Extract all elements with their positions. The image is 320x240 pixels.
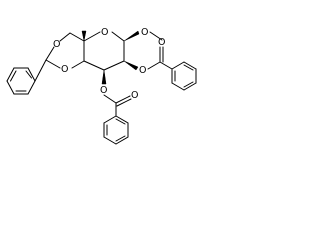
acetal-oxygen-top: O xyxy=(53,39,60,50)
ring-oxygen: O xyxy=(101,27,108,38)
carbonyl-oxygen-right: O xyxy=(158,37,165,48)
methoxy-oxygen: O xyxy=(141,27,148,38)
benzylidene-glucoside-structure: O O O O O O O xyxy=(6,27,197,145)
ester-oxygen-bottom: O xyxy=(100,85,107,96)
bond-phenyl-acetal xyxy=(34,59,47,82)
pyranose-ring xyxy=(83,31,125,71)
ester-oxygen-right: O xyxy=(139,65,146,76)
benzoate-bottom: O O xyxy=(100,69,138,145)
carbonyl-oxygen-bottom: O xyxy=(131,90,138,101)
junction-hydrogen-wedge xyxy=(81,30,87,42)
methoxy-group: O xyxy=(123,27,163,42)
chemical-structure-canvas: O O O O O O O xyxy=(0,0,208,151)
dioxane-ring xyxy=(45,32,85,69)
acetal-oxygen-bottom: O xyxy=(61,64,68,75)
phenyl-ring-left xyxy=(6,67,36,95)
benzoate-right: O O xyxy=(123,37,197,91)
